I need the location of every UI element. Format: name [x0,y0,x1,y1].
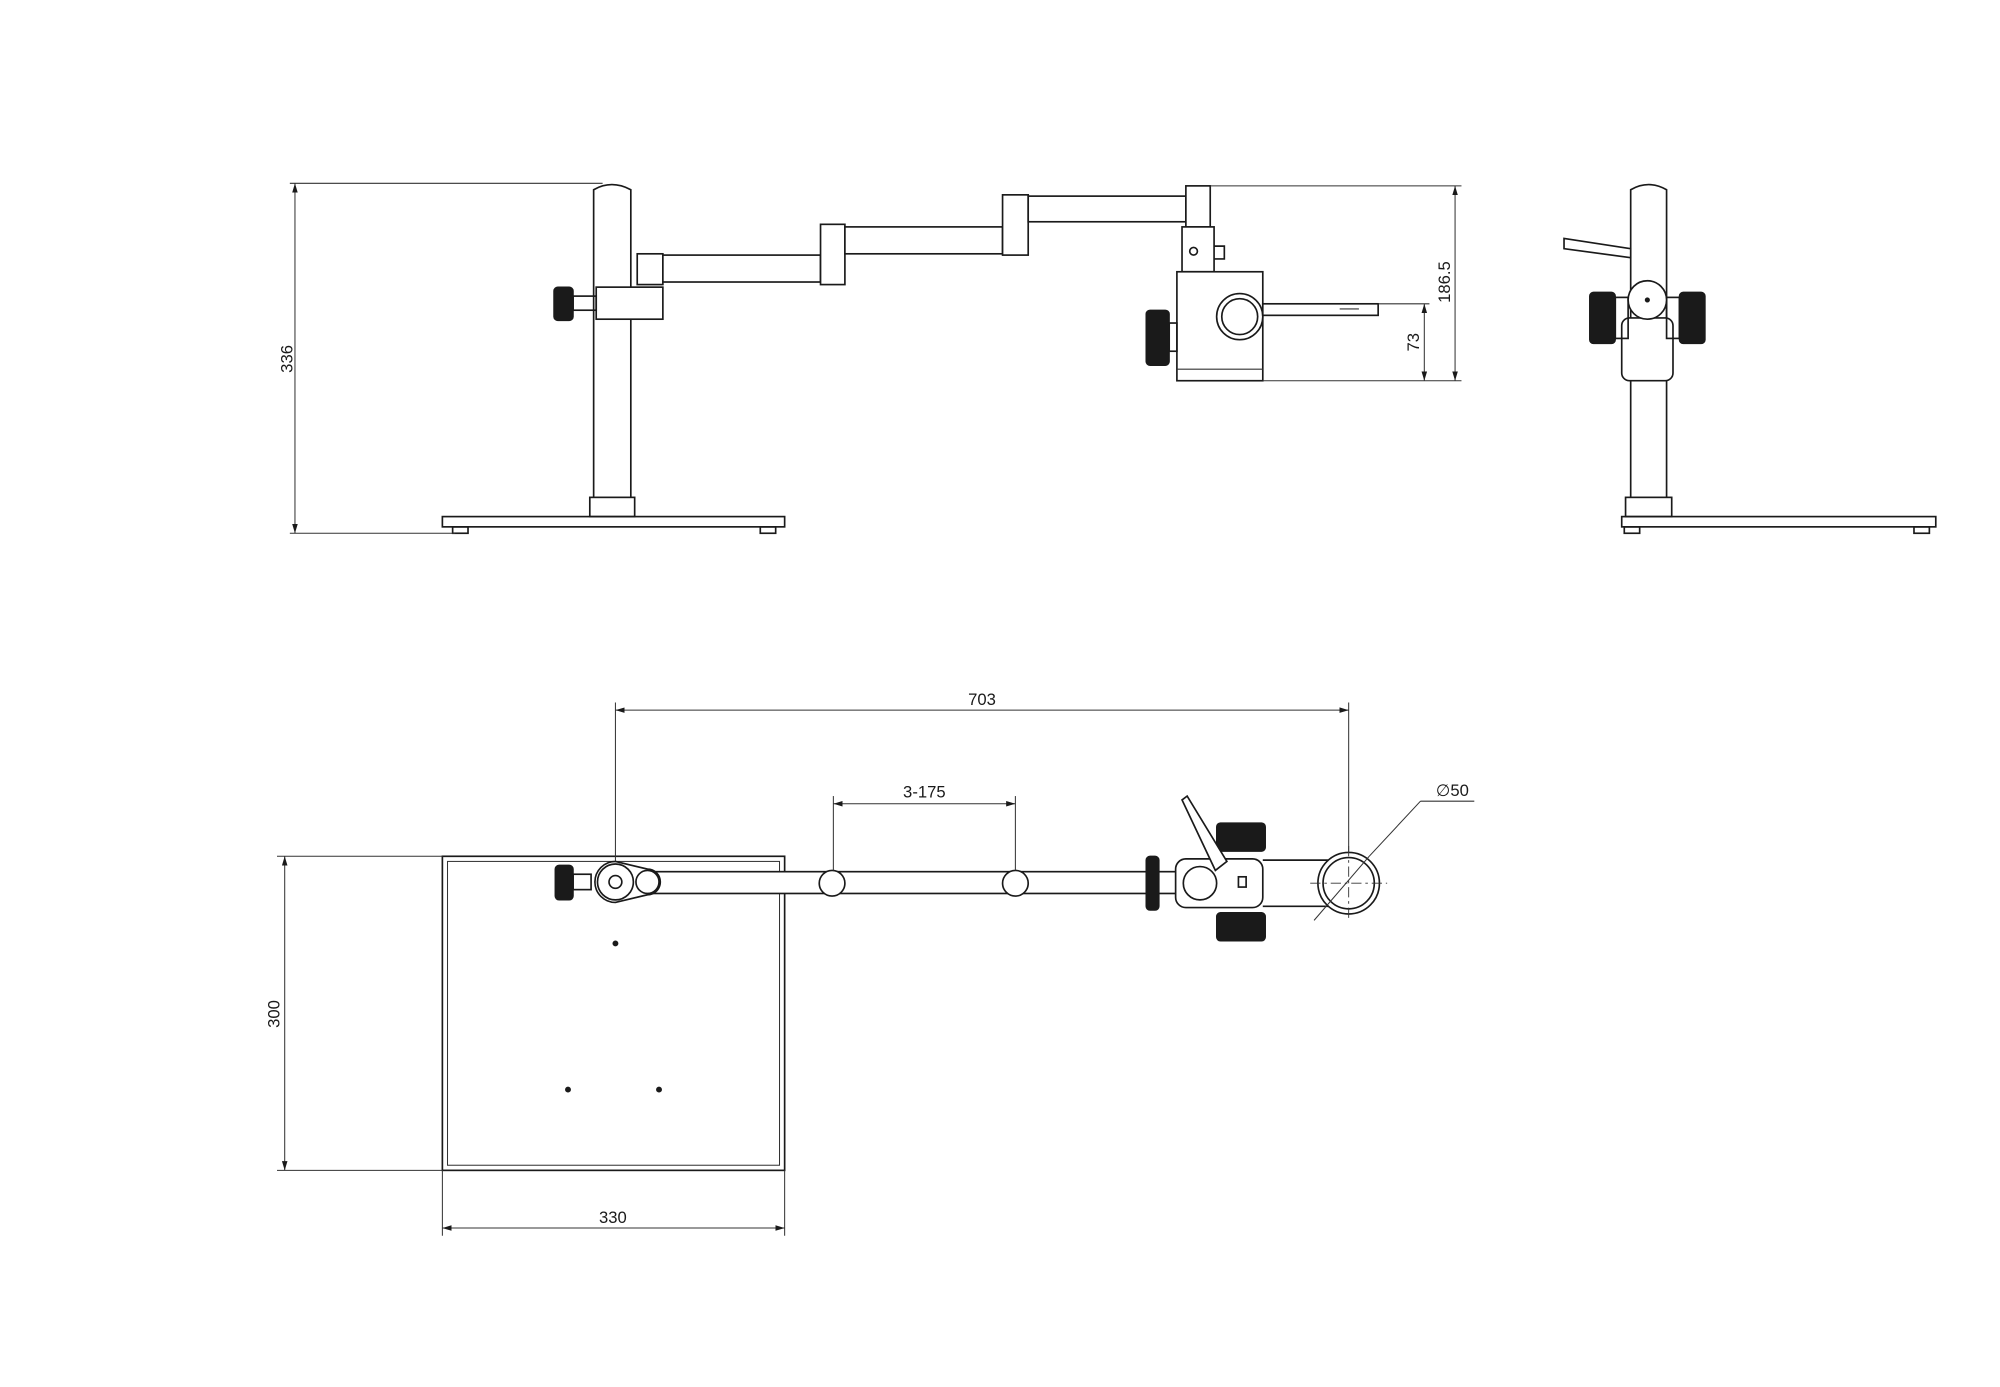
base-plate [1620,515,1937,528]
dim-total-height: 336 [277,345,296,373]
holder-body [1620,317,1674,382]
lock-lever [1563,237,1632,259]
pillar [592,183,632,498]
arm-top [614,870,1194,895]
focus-knob-icon [1145,309,1170,366]
tilt-block [1181,226,1215,273]
dim-base-width: 330 [599,1208,627,1227]
dim-holder-height: 73 [1404,333,1423,352]
foot [759,526,777,535]
dim-holder-diameter: ∅50 [1436,781,1469,800]
focus-knob-icon [1145,855,1160,911]
arm-joint [636,252,664,286]
lock-knob-icon [553,286,574,322]
dim-base-depth: 300 [265,1000,284,1028]
dim-reach: 703 [968,690,996,709]
pillar-collar [588,496,636,518]
arm-segment-2 [844,226,1004,255]
pillar-clamp [595,286,664,321]
dim-arm-height: 186.5 [1435,261,1454,303]
holder-ring [1215,292,1264,341]
arm-segment-3 [1027,195,1187,223]
knob-stem [572,295,598,312]
pillar [1629,183,1668,498]
arm-segment-1 [662,254,822,283]
knob-right-icon [1678,291,1706,345]
knob-left-icon [1589,291,1616,345]
tilt-screw [1214,245,1226,260]
base-plate [441,515,786,528]
arm-joint [818,869,846,897]
tilt-lever [1180,794,1228,872]
arm-joint [1001,194,1030,256]
top-view [441,794,1388,1172]
mount-hole [565,1086,571,1093]
mount-hole [656,1086,662,1093]
arm-joint [1001,869,1030,897]
lock-knob-icon [554,864,574,901]
base-plate-top [441,855,786,1172]
holder-plate [1261,302,1379,317]
front-view [441,183,1379,535]
focus-knob-top-icon [1215,822,1266,852]
dim-arm-segments: 3-175 [903,782,946,801]
side-view [1563,183,1937,535]
focus-knob-bottom-icon [1215,912,1266,942]
foot [451,526,469,535]
dimensions: 336 186.5 73 703 3-175 ∅50 300 330 [265,182,1475,1236]
arm-joint [1185,185,1212,228]
mount-hole [612,940,619,947]
arm-joint [819,223,846,286]
